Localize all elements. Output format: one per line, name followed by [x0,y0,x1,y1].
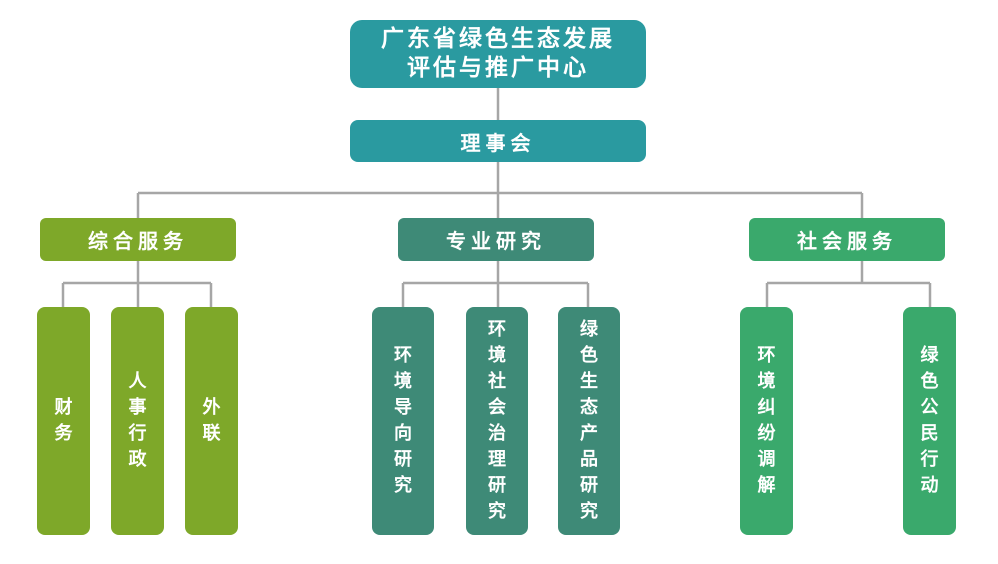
leaf-env-dispute-mediation: 环境纠纷调解 [740,307,793,535]
division-general-services: 综合服务 [40,218,236,261]
leaf-green-citizen-action-label: 绿色公民行动 [920,345,939,496]
root-node: 广东省绿色生态发展 评估与推广中心 [350,20,646,88]
leaf-hr-admin-label: 人事行政 [128,371,147,470]
leaf-green-citizen-action: 绿色公民行动 [903,307,956,535]
root-title-line2: 评估与推广中心 [407,55,589,81]
leaf-env-dispute-mediation-label: 环境纠纷调解 [757,345,776,496]
board-node: 理事会 [350,120,646,162]
leaf-external-relations: 外联 [185,307,238,535]
division-social-services: 社会服务 [749,218,945,261]
leaf-env-social-governance-label: 环境社会治理研究 [487,319,506,522]
leaf-finance: 财务 [37,307,90,535]
division-professional-research: 专业研究 [398,218,594,261]
leaf-hr-admin: 人事行政 [111,307,164,535]
leaf-external-relations-label: 外联 [202,397,221,444]
leaf-env-social-governance: 环境社会治理研究 [466,307,528,535]
leaf-env-guided-research: 环境导向研究 [372,307,434,535]
leaf-green-eco-product-label: 绿色生态产品研究 [579,319,598,522]
leaf-green-eco-product: 绿色生态产品研究 [558,307,620,535]
leaf-finance-label: 财务 [54,397,73,444]
root-title-line1: 广东省绿色生态发展 [381,26,615,52]
leaf-env-guided-research-label: 环境导向研究 [393,345,412,496]
